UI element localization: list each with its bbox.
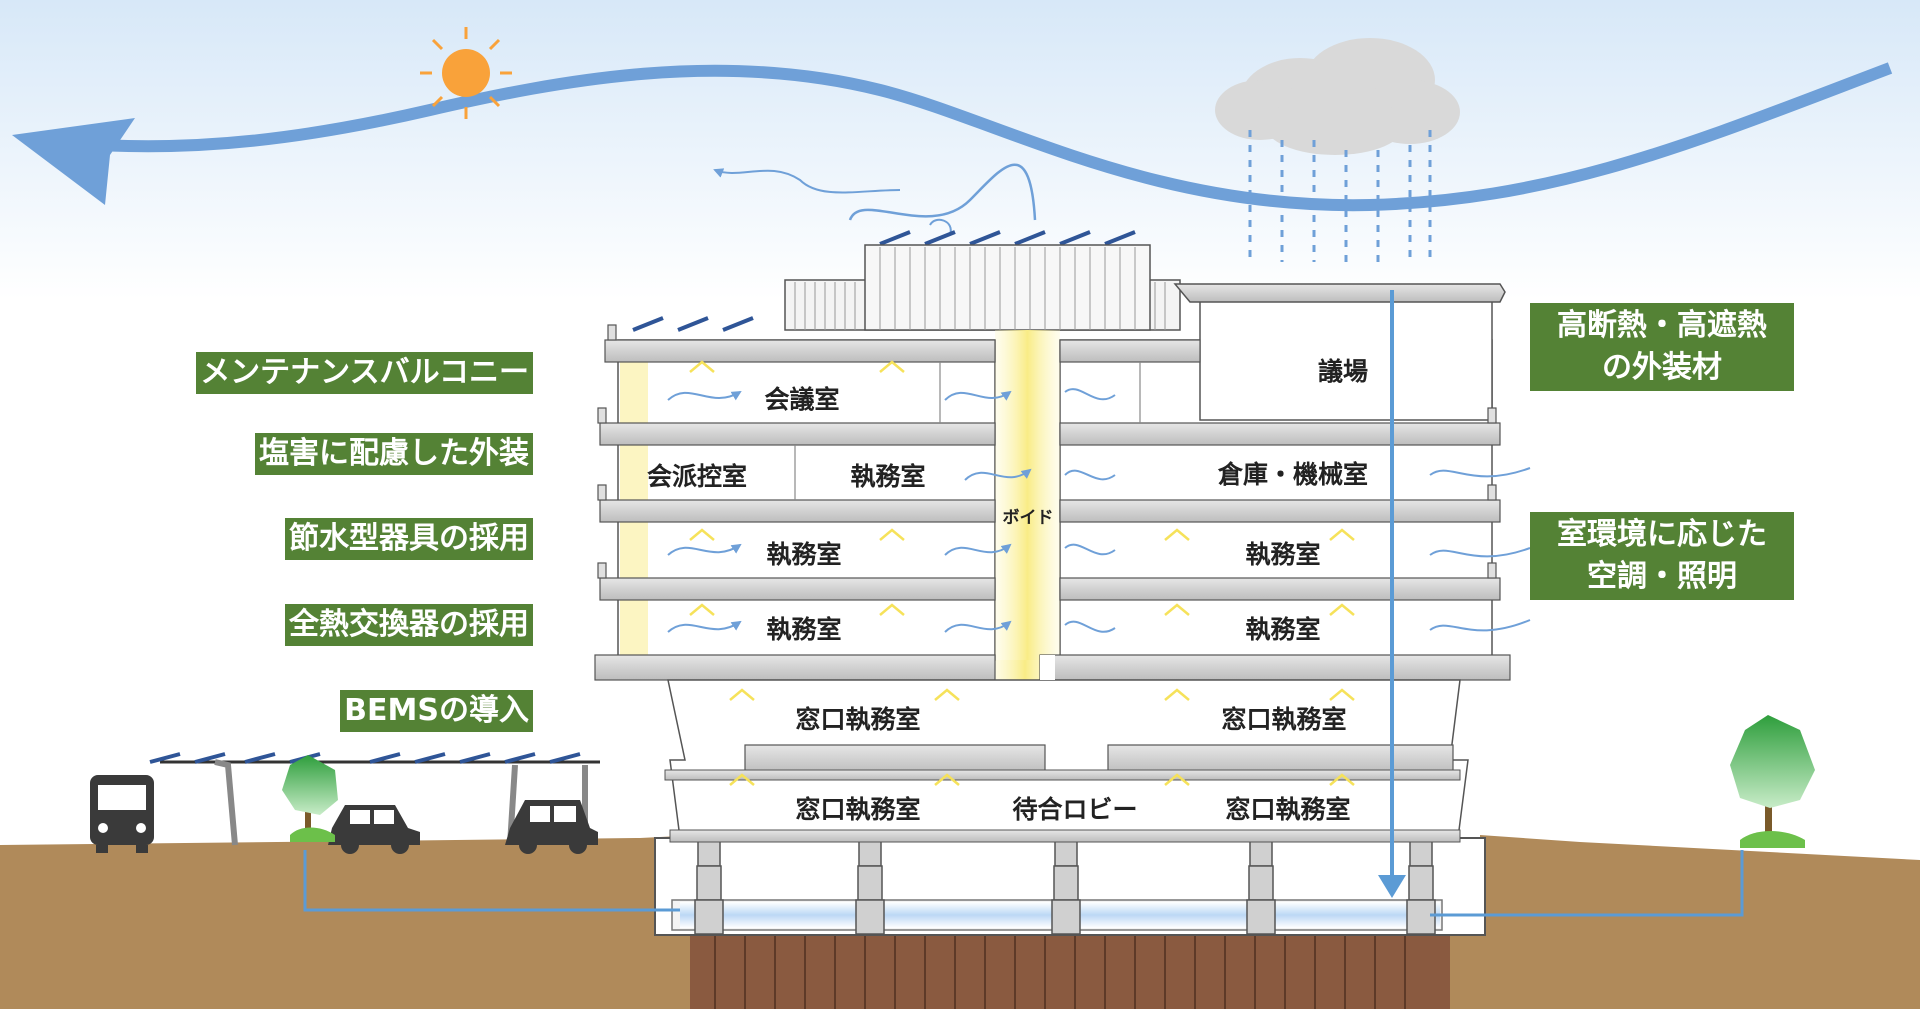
wind-arrow-icon — [667, 388, 1531, 633]
feature-label-line: 室環境に応じた — [1557, 517, 1767, 552]
tree-icon — [282, 755, 338, 842]
room-office-label: 執務室 — [1245, 615, 1320, 644]
feature-label-insulation: 高断熱・高遮熱 の外装材 — [1530, 303, 1794, 391]
room-counter-office-label: 窓口執務室 — [795, 795, 920, 824]
feature-label-maintenance-balcony: メンテナンスバルコニー — [196, 352, 533, 394]
wind-arrow-icon — [713, 168, 901, 194]
room-counter-office-label: 窓口執務室 — [1221, 705, 1346, 734]
wind-arrow-icon — [848, 163, 1037, 221]
wind-arrow-icon — [929, 218, 952, 236]
feature-label-heat-exchanger: 全熱交換器の採用 — [285, 604, 533, 646]
cloud-icon — [1215, 38, 1460, 155]
feature-label-line: の外装材 — [1602, 350, 1722, 385]
wind-arrow-icon — [12, 62, 1893, 212]
tree-icon — [1730, 715, 1815, 848]
room-council-waiting-label: 会派控室 — [647, 462, 747, 491]
ground — [0, 835, 700, 1009]
feature-label-line: 高断熱・高遮熱 — [1557, 308, 1767, 343]
room-office-label: 執務室 — [850, 462, 925, 491]
foundation-piles — [690, 935, 1450, 1009]
room-assembly-label: 議場 — [1318, 357, 1368, 386]
solar-panel-icon — [149, 752, 600, 846]
room-lobby-label: 待合ロビー — [1012, 795, 1137, 824]
car-icon — [505, 800, 598, 854]
ground — [1480, 835, 1920, 1009]
room-office-label: 執務室 — [766, 540, 841, 569]
room-office-label: 執務室 — [1245, 540, 1320, 569]
feature-label-salt-damage-exterior: 塩害に配慮した外装 — [255, 433, 533, 475]
sun-icon — [420, 27, 512, 119]
solar-panel-icon — [632, 230, 1136, 332]
rain-icon — [1248, 130, 1432, 262]
rain-pipe — [303, 290, 1744, 917]
room-counter-office-label: 窓口執務室 — [1225, 795, 1350, 824]
feature-label-hvac-lighting: 室環境に応じた 空調・照明 — [1530, 512, 1794, 600]
room-conference-label: 会議室 — [764, 385, 839, 414]
room-storage-label: 倉庫・機械室 — [1217, 460, 1368, 489]
building — [594, 244, 1511, 843]
car-icon — [328, 805, 420, 854]
room-void-label: ボイド — [1003, 508, 1054, 528]
bus-icon — [90, 775, 154, 853]
feature-label-water-saving: 節水型器具の採用 — [285, 518, 533, 560]
feature-label-bems: BEMSの導入 — [340, 690, 533, 732]
room-counter-office-label: 窓口執務室 — [795, 705, 920, 734]
room-office-label: 執務室 — [766, 615, 841, 644]
feature-label-line: 空調・照明 — [1587, 559, 1737, 594]
light-icon — [689, 360, 1355, 786]
